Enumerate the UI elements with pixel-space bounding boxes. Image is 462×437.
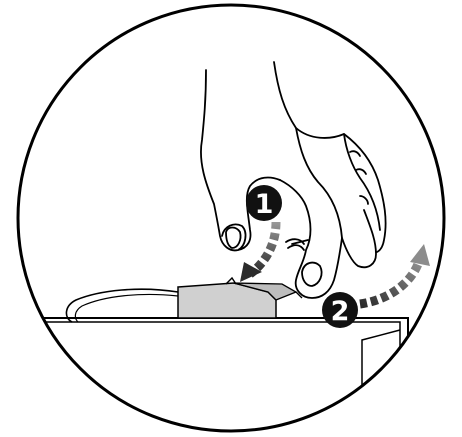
step-badge-1: 1 — [246, 185, 282, 221]
step-badge-2: 2 — [322, 292, 358, 328]
step-number-2: 2 — [331, 296, 350, 327]
step-number-1: 1 — [255, 189, 274, 220]
